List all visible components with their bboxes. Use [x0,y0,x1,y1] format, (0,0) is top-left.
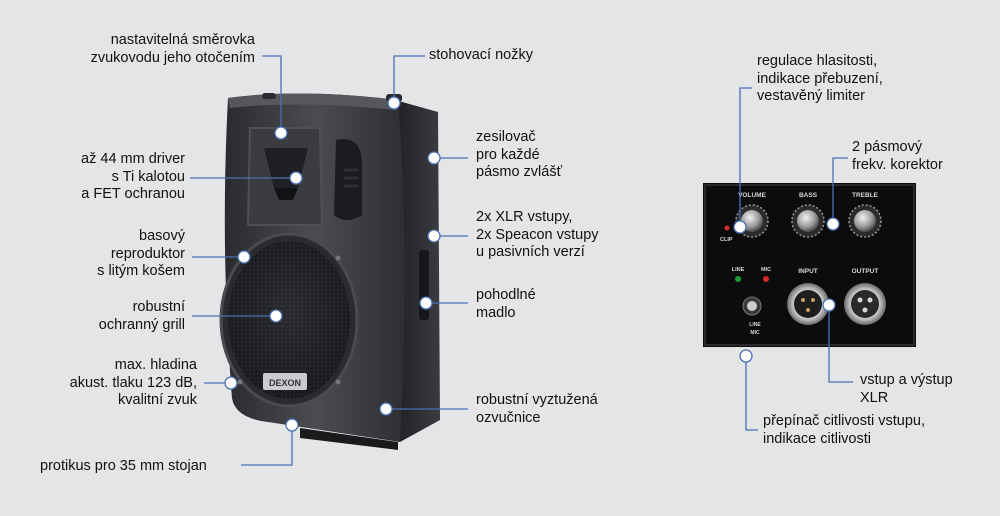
panel-treble-label: TREBLE [852,192,879,199]
callout-dot-xlr-io [822,298,836,312]
callout-dot-eq [826,217,840,231]
xlr-output-connector[interactable] [844,283,886,325]
callout-eq: 2 pásmový frekv. korektor [852,139,943,173]
sensitivity-switch[interactable] [742,296,762,316]
callout-rotatable-horn: nastavitelná směrovka zvukovodu jeho oto… [90,32,255,66]
panel-switch-line-label: LINE [749,322,761,328]
callout-dot-cabinet [379,402,393,416]
panel-line-label: LINE [732,267,745,273]
callout-dot-stand [285,418,299,432]
callout-dot-driver [289,171,303,185]
panel-output-label: OUTPUT [852,268,879,275]
callout-handle: pohodlné madlo [476,287,536,321]
panel-bass-label: BASS [799,192,818,199]
callout-dot-feet [387,96,401,110]
callout-stacking-feet: stohovací nožky [429,47,533,63]
callout-stand: protikus pro 35 mm stojan [40,458,207,474]
xlr-input-connector[interactable] [787,283,829,325]
horn-waveguide [246,127,362,226]
callout-dot-horn [274,126,288,140]
callout-max-level: max. hladina akust. tlaku 123 dB, kvalit… [69,357,197,408]
brand-logo: DEXON [269,378,301,388]
callout-dot-sensitivity [739,349,753,363]
panel-mic-label: MIC [761,267,771,273]
callout-dot-bass [237,250,251,264]
callout-volume-control: regulace hlasitosti, indikace přebuzení,… [757,53,883,104]
callout-xlr-inputs: 2x XLR vstupy, 2x Speacon vstupy u pasiv… [476,209,599,260]
callout-dot-handle [419,296,433,310]
panel-switch-mic-label: MIC [750,330,760,336]
callout-xlr-io: vstup a výstup XLR [860,372,953,406]
callout-grill: robustní ochranný grill [98,299,185,333]
leader-lines [190,55,853,466]
callout-bass-speaker: basový reproduktor s litým košem [97,228,185,279]
panel-clip-label: CLIP [720,237,733,243]
callout-dot-grill [269,309,283,323]
bass-knob[interactable] [791,204,825,238]
callout-driver: až 44 mm driver s Ti kalotou a FET ochra… [81,151,185,202]
mic-led [763,276,769,282]
clip-led [724,225,730,231]
callout-dots [224,96,840,432]
callout-amplifier: zesilovač pro každé pásmo zvlášť [476,129,563,180]
panel-volume-label: VOLUME [738,192,766,199]
amplifier-panel [703,183,916,347]
line-led [735,276,741,282]
callout-dot-volume [733,220,747,234]
callout-dot-level [224,376,238,390]
callout-dot-amp [427,151,441,165]
callout-dot-xlr [427,229,441,243]
panel-input-label: INPUT [798,268,818,275]
woofer-grill [219,232,359,408]
callout-cabinet: robustní vyztužená ozvučnice [476,392,598,426]
treble-knob[interactable] [848,204,882,238]
callout-sensitivity: přepínač citlivosti vstupu, indikace cit… [763,413,925,447]
